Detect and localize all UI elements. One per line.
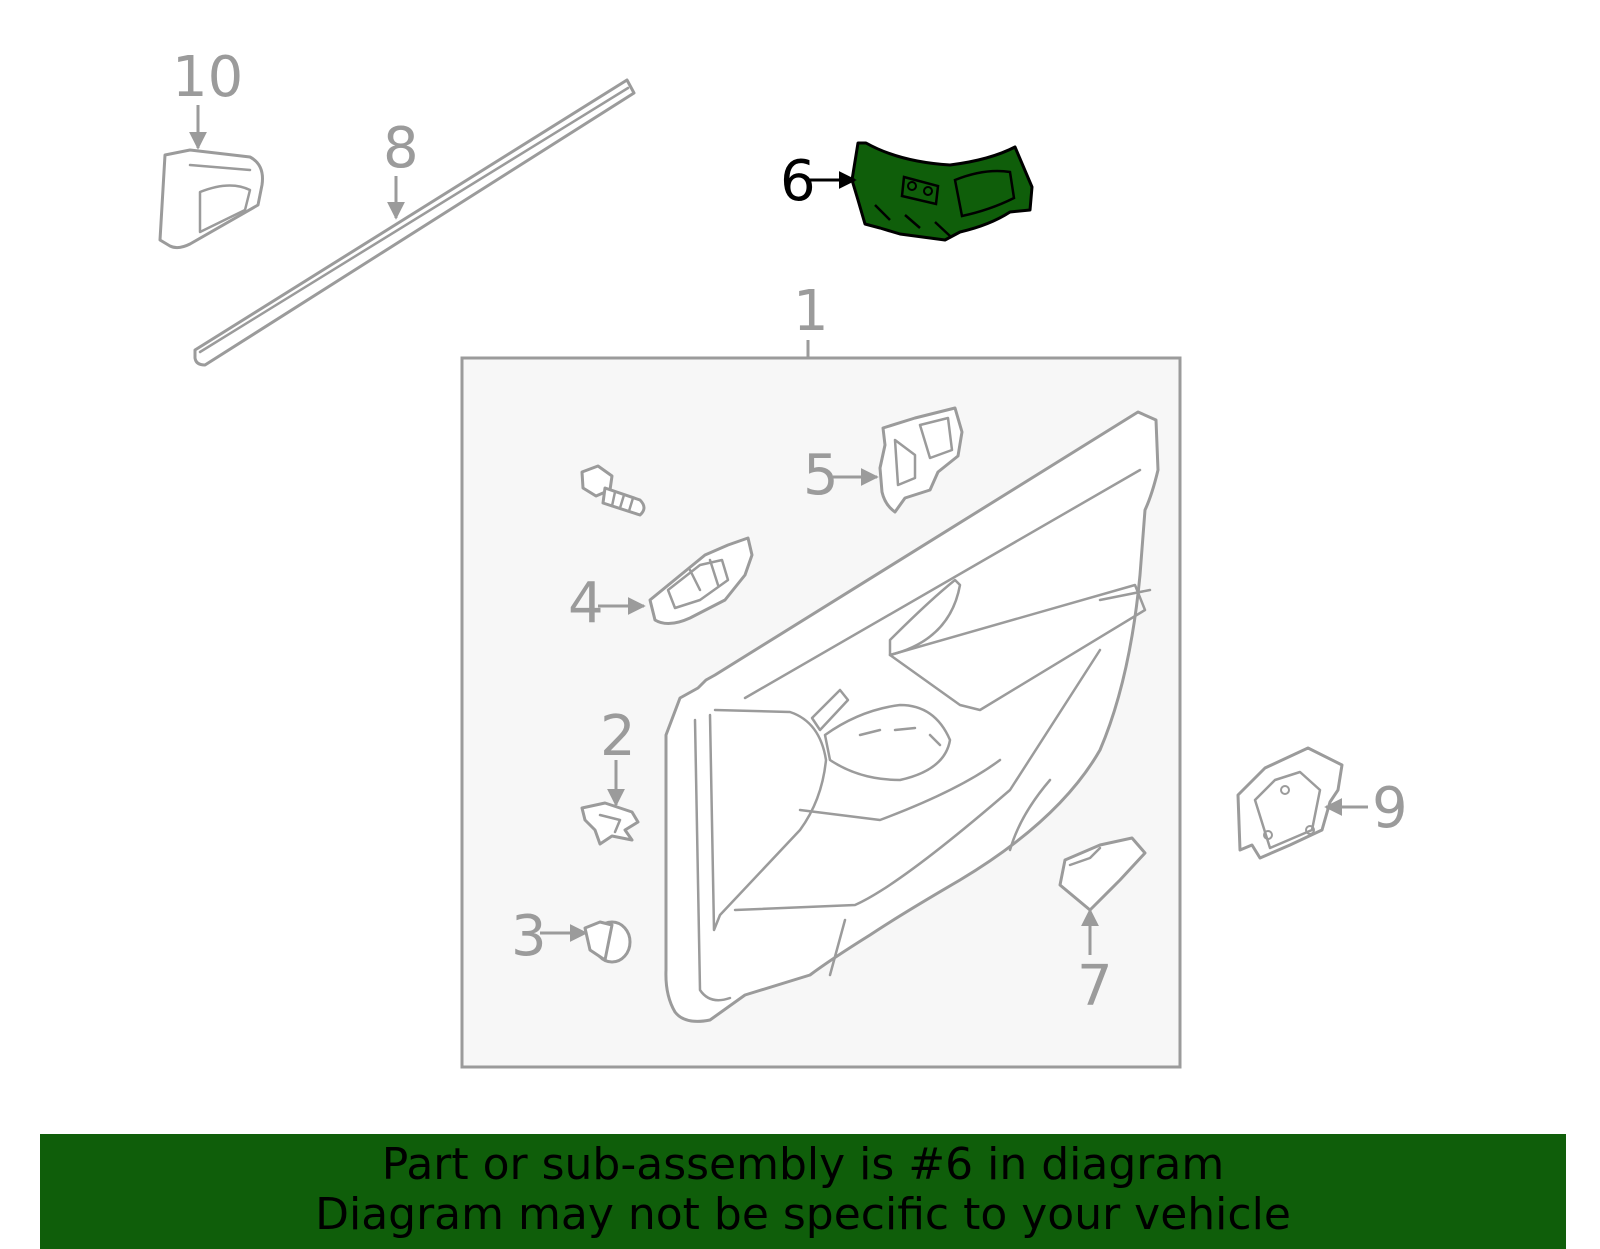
callout-2: 2: [600, 704, 636, 769]
callout-4: 4: [568, 571, 604, 636]
callout-1: 1: [793, 279, 829, 344]
part-bolt[interactable]: [580, 464, 646, 517]
part-6-highlighted[interactable]: [850, 141, 1034, 242]
callout-9: 9: [1372, 776, 1408, 841]
part-2-clip[interactable]: [580, 801, 640, 846]
callout-5: 5: [803, 443, 839, 508]
part-5-bracket[interactable]: [878, 406, 964, 514]
part-1-door-trim-panel[interactable]: [664, 410, 1160, 1023]
part-4-bracket[interactable]: [648, 536, 754, 625]
callout-10: 10: [172, 45, 243, 110]
part-10-corner-trim[interactable]: [158, 148, 264, 250]
part-7-trim-piece[interactable]: [1058, 836, 1147, 912]
part-9-bracket-plate[interactable]: [1236, 746, 1344, 860]
part-8-belt-molding[interactable]: [193, 78, 636, 367]
info-banner: Part or sub-assembly is #6 in diagram Di…: [40, 1134, 1566, 1249]
part-3-grommet[interactable]: [583, 920, 632, 964]
callout-8: 8: [383, 116, 419, 181]
banner-line-2: Diagram may not be specific to your vehi…: [315, 1189, 1291, 1240]
callout-6: 6: [780, 149, 816, 214]
banner-line-1: Part or sub-assembly is #6 in diagram: [381, 1139, 1225, 1190]
callout-7: 7: [1077, 954, 1113, 1019]
callout-3: 3: [511, 904, 547, 969]
